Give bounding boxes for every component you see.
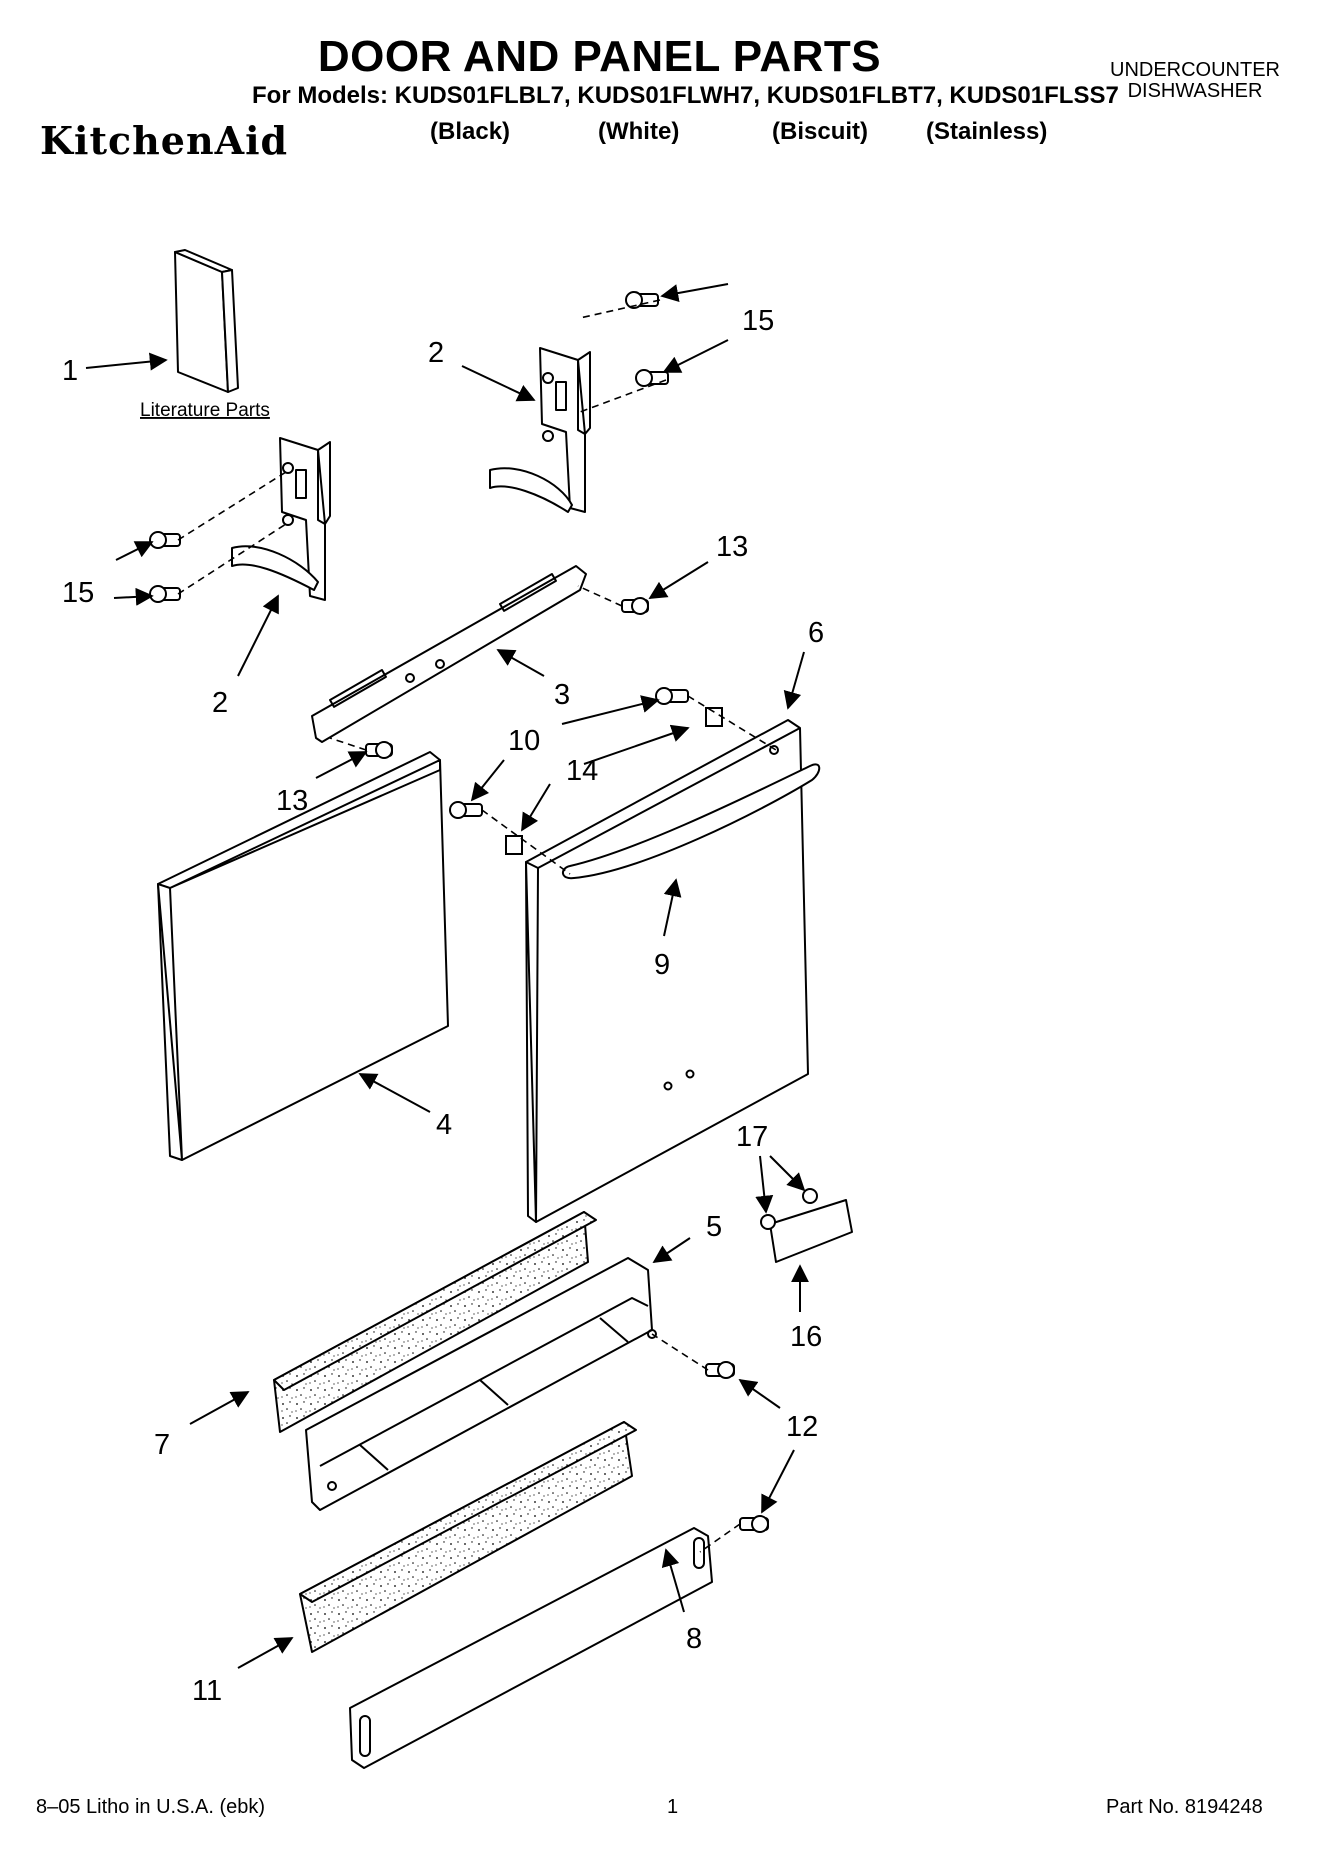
toe-kick-panel — [305, 1257, 657, 1511]
callout-9: 9 — [654, 949, 670, 981]
clip-14b — [505, 835, 523, 855]
callout-4: 4 — [436, 1109, 452, 1141]
screw-15c — [149, 531, 181, 549]
screw-15b — [635, 369, 669, 387]
insulation-foam-lower — [299, 1421, 637, 1653]
callout-7: 7 — [154, 1429, 170, 1461]
screw-10b — [449, 801, 483, 819]
callout-16: 16 — [790, 1321, 822, 1353]
nut-17a — [802, 1188, 818, 1204]
cover-plate — [769, 1199, 853, 1263]
callout-1: 1 — [62, 355, 78, 387]
appliance-type: UNDERCOUNTER DISHWASHER — [1100, 60, 1290, 102]
callout-15-left: 15 — [62, 577, 94, 609]
page-title: DOOR AND PANEL PARTS — [317, 32, 882, 81]
models-line: For Models: KUDS01FLBL7, KUDS01FLWH7, KU… — [252, 82, 1119, 109]
screw-15d — [149, 585, 181, 603]
variant-white: (White) — [598, 118, 680, 145]
brand-logo: KitchenAid — [40, 118, 289, 163]
callout-12: 12 — [786, 1411, 818, 1443]
mounting-bracket — [311, 565, 587, 743]
appliance-type-line1: UNDERCOUNTER — [1110, 59, 1280, 81]
kick-plate-strip — [349, 1527, 713, 1769]
callout-10: 10 — [508, 725, 540, 757]
callout-11: 11 — [192, 1675, 222, 1707]
callout-15-top: 15 — [742, 305, 774, 337]
door-handle — [562, 763, 821, 880]
screw-15a — [625, 291, 659, 309]
footer-page-number: 1 — [667, 1796, 679, 1818]
callout-2-bottom: 2 — [212, 687, 228, 719]
callout-13-top: 13 — [716, 531, 748, 563]
literature-parts-label: Literature Parts — [140, 400, 270, 421]
callout-8: 8 — [686, 1623, 702, 1655]
nut-17b — [760, 1214, 776, 1230]
screw-12b — [739, 1515, 769, 1533]
callout-5: 5 — [706, 1211, 722, 1243]
hinge-right — [489, 347, 591, 513]
hinge-left — [231, 437, 331, 601]
callout-3: 3 — [554, 679, 570, 711]
inner-door-panel — [157, 751, 449, 1161]
variant-black: (Black) — [430, 118, 511, 145]
screw-10a — [655, 687, 689, 705]
screw-13b — [365, 741, 393, 759]
variant-stainless: (Stainless) — [926, 118, 1048, 145]
callout-2-top: 2 — [428, 337, 444, 369]
callout-17: 17 — [736, 1121, 768, 1153]
clip-14a — [705, 707, 723, 727]
literature-booklet — [174, 249, 239, 393]
callout-6: 6 — [808, 617, 824, 649]
appliance-type-line2: DISHWASHER — [1127, 80, 1263, 102]
outer-door-panel — [525, 719, 809, 1223]
callout-14: 14 — [566, 755, 598, 787]
variant-biscuit: (Biscuit) — [772, 118, 868, 145]
screw-13a — [621, 597, 649, 615]
insulation-foam-upper — [273, 1211, 597, 1433]
callout-13-left: 13 — [276, 785, 308, 817]
footer-litho: 8–05 Litho in U.S.A. (ebk) — [36, 1796, 266, 1818]
screw-12a — [705, 1361, 735, 1379]
footer-part-number: Part No. 8194248 — [1106, 1796, 1263, 1818]
